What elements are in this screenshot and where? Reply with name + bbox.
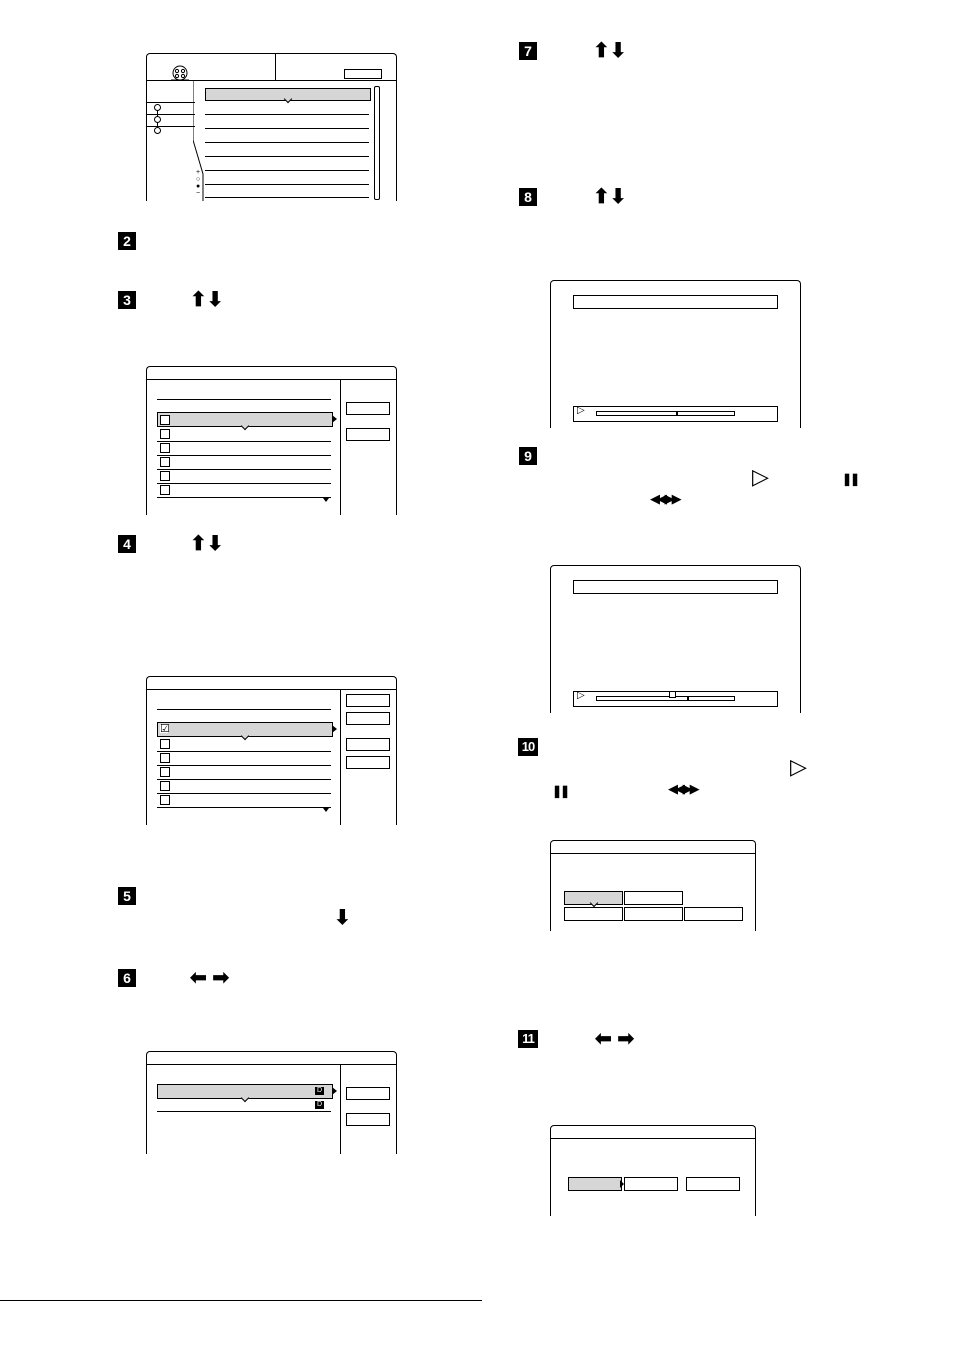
progress-panel: [573, 406, 778, 422]
dialog-button[interactable]: [684, 907, 743, 921]
side-button[interactable]: [346, 1087, 390, 1100]
screen-playback: ▷: [550, 280, 801, 428]
step-badge-11: 11: [518, 1030, 538, 1048]
screen-checkbox-list: [146, 366, 397, 515]
screen-playback-marked: ▷: [550, 565, 801, 713]
rewind-fastforward-icon: ◀◀ ▶▶: [650, 491, 682, 506]
screen-confirm-dialog: [550, 1125, 756, 1216]
dialog-button[interactable]: [624, 891, 683, 905]
play-marker-icon: ▷: [577, 405, 585, 416]
dialog-button[interactable]: [564, 907, 623, 921]
scrollbar[interactable]: [374, 86, 380, 200]
progress-bar: [596, 411, 735, 416]
step-badge-9: 9: [519, 447, 537, 465]
play-icon: ▷: [752, 464, 769, 489]
up-down-arrows-icon: ⬆⬇: [190, 289, 224, 311]
screen-title-list: +○●−: [146, 53, 397, 201]
side-button[interactable]: [346, 402, 390, 415]
disc-badge-icon: D: [315, 1101, 324, 1109]
disc-badge-icon: D: [315, 1087, 324, 1095]
screen-checkbox-list-checked: ☑: [146, 676, 397, 825]
zoom-marks: +○●−: [196, 169, 201, 197]
title-field: [573, 580, 778, 594]
side-button[interactable]: [346, 694, 390, 707]
checkbox-checked-icon[interactable]: ☑: [160, 723, 170, 735]
step-badge-6: 6: [118, 969, 136, 987]
left-right-arrows-icon: ⬅ ➡: [190, 967, 230, 989]
screen-dialog-buttons: [550, 840, 756, 931]
dialog-button[interactable]: [686, 1177, 740, 1191]
side-button[interactable]: [346, 738, 390, 751]
left-right-arrows-icon: ⬅ ➡: [595, 1028, 635, 1050]
dialog-button[interactable]: [624, 1177, 678, 1191]
side-button[interactable]: [346, 712, 390, 725]
play-marker-icon: ▷: [577, 690, 585, 701]
dialog-button[interactable]: [624, 907, 683, 921]
side-button[interactable]: [346, 1113, 390, 1126]
dialog-button-selected[interactable]: [568, 1177, 622, 1191]
pause-icon: ❚❚: [552, 784, 570, 798]
step-badge-2: 2: [118, 232, 136, 250]
footer-rule: [0, 1300, 482, 1301]
step-badge-4: 4: [118, 535, 136, 553]
step-badge-5: 5: [118, 887, 136, 905]
side-button[interactable]: [346, 428, 390, 441]
title-field: [573, 295, 778, 309]
down-arrow-icon: ⬇: [334, 907, 351, 929]
step-badge-10: 10: [518, 738, 538, 756]
side-button[interactable]: [346, 756, 390, 769]
film-reel-icon: [171, 65, 189, 81]
screen-header-button: [344, 69, 382, 79]
step-badge-7: 7: [519, 42, 537, 60]
pause-icon: ❚❚: [842, 472, 860, 486]
progress-bar: [596, 696, 735, 701]
up-down-arrows-icon: ⬆⬇: [593, 40, 627, 62]
screen-disc-list: D D: [146, 1051, 397, 1154]
step-badge-3: 3: [118, 291, 136, 309]
up-down-arrows-icon: ⬆⬇: [593, 186, 627, 208]
up-down-arrows-icon: ⬆⬇: [190, 533, 224, 555]
rewind-fastforward-icon: ◀◀ ▶▶: [668, 781, 700, 796]
step-badge-8: 8: [519, 188, 537, 206]
play-icon: ▷: [790, 754, 807, 779]
